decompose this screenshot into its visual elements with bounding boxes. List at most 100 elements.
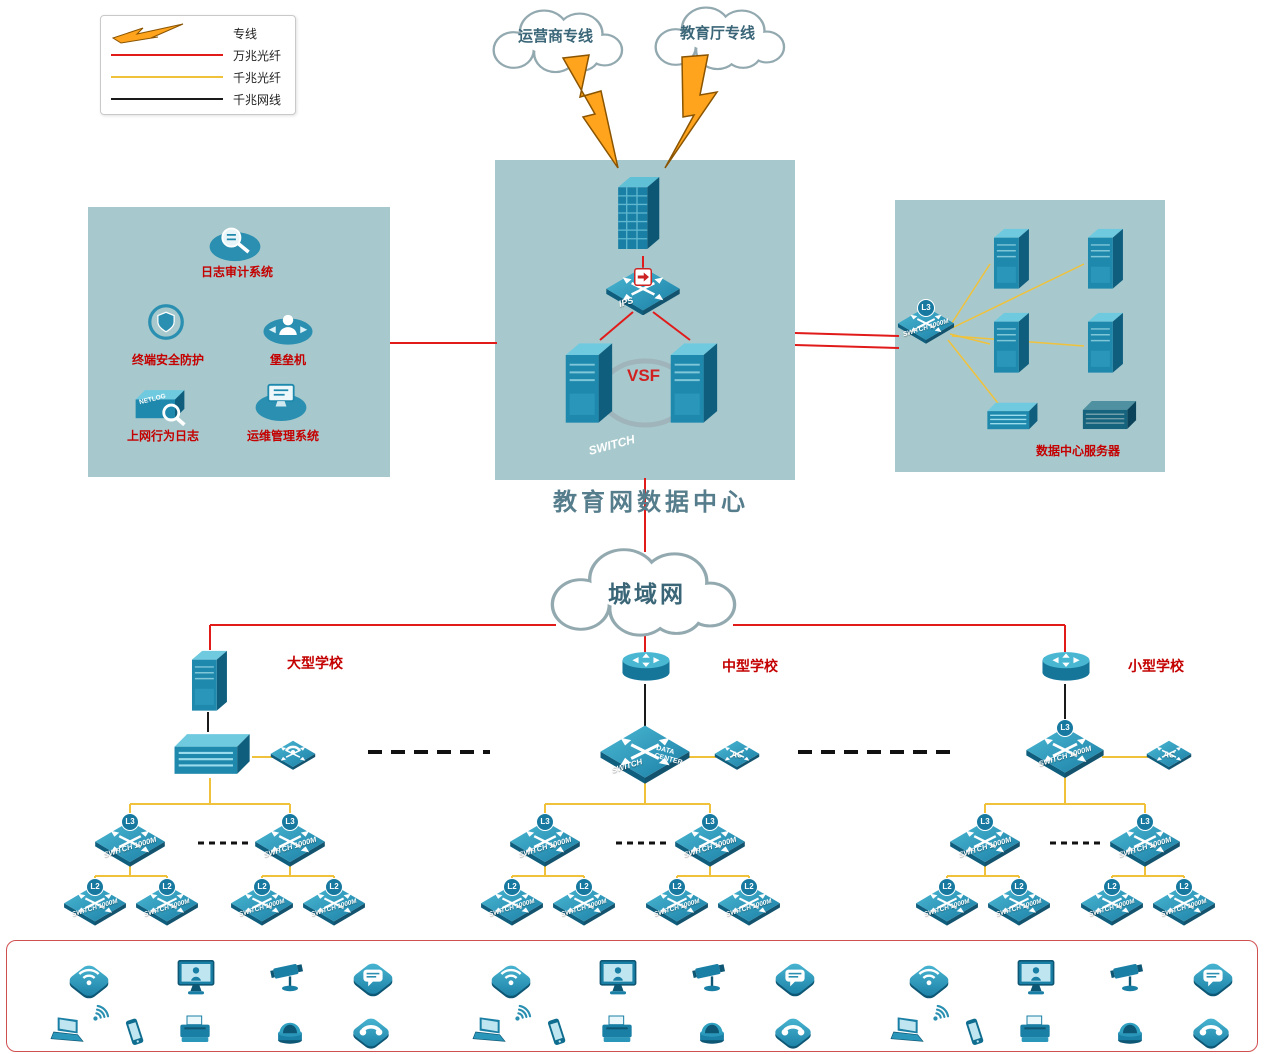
endpoint-protection-label: 终端安全防护 xyxy=(131,353,204,367)
datacenter-title: 教育网数据中心 xyxy=(553,490,749,516)
core-switch-device: L3 SWITCH 1000M xyxy=(1025,719,1105,778)
l2-badge: L2 xyxy=(253,878,271,896)
bastion-host-label: 堡垒机 xyxy=(269,353,306,367)
yellow-line-swatch xyxy=(111,76,223,78)
telephone-icon xyxy=(768,1008,818,1052)
bastion-host-icon xyxy=(260,308,316,348)
l2-badge: L2 xyxy=(158,878,176,896)
l3-badge: L3 xyxy=(281,813,299,831)
l2-badge: L2 xyxy=(325,878,343,896)
legend: 专线 万兆光纤 千兆光纤 千兆网线 xyxy=(100,15,296,115)
cctv-camera-icon xyxy=(1103,954,1157,1002)
l2-badge: L2 xyxy=(575,878,593,896)
endpoint-protection-icon xyxy=(140,302,192,342)
ops-management-icon xyxy=(252,380,310,424)
telephone-icon xyxy=(346,1008,396,1052)
netlog-label-cn: 上网行为日志 xyxy=(126,429,199,443)
laptop-icon xyxy=(40,1012,94,1052)
school-router-icon xyxy=(620,650,672,684)
dome-camera-icon xyxy=(1107,1008,1153,1050)
chat-icon xyxy=(348,952,398,1000)
core-switch-device: SWITCH DATA CENTER xyxy=(599,724,691,784)
vsf-label: VSF xyxy=(627,366,661,385)
log-audit-icon xyxy=(206,222,264,264)
server-icon xyxy=(988,310,1032,377)
server-icon xyxy=(988,226,1032,293)
switch-chassis-icon xyxy=(1078,398,1138,432)
l3-badge: L3 xyxy=(1136,813,1154,831)
black-line-swatch xyxy=(111,98,223,100)
lightning-icon xyxy=(111,23,184,44)
log-audit-label: 日志审计系统 xyxy=(200,265,273,279)
legend-row-1g-fiber: 千兆光纤 xyxy=(111,66,285,88)
legend-row-1g-copper: 千兆网线 xyxy=(111,88,285,110)
legend-label: 千兆光纤 xyxy=(233,70,282,85)
l2-badge: L2 xyxy=(1103,878,1121,896)
l3-badge: L3 xyxy=(976,813,994,831)
smartphone-icon xyxy=(536,1014,578,1052)
server-icon xyxy=(1082,226,1126,293)
ac-label: AC xyxy=(1163,750,1175,760)
core-switch-a-icon xyxy=(558,336,616,432)
netlog-icon xyxy=(130,384,190,428)
telephone-icon xyxy=(1186,1008,1236,1052)
ac-label: AC xyxy=(731,750,743,760)
l2-badge: L2 xyxy=(740,878,758,896)
l2-badge: L2 xyxy=(668,878,686,896)
desktop-monitor-icon xyxy=(170,956,222,1004)
legend-label: 专线 xyxy=(233,26,258,41)
rack-server-icon xyxy=(983,400,1039,432)
l3-badge: L3 xyxy=(701,813,719,831)
legend-row-10g: 万兆光纤 xyxy=(111,44,285,66)
l3-badge: L3 xyxy=(1056,719,1074,737)
ac-controller-device: AC xyxy=(1146,740,1192,770)
education-cloud-label: 教育厅专线 xyxy=(680,26,756,42)
desktop-monitor-icon xyxy=(592,956,644,1004)
chat-icon xyxy=(770,952,820,1000)
carrier-cloud-label: 运营商专线 xyxy=(518,29,594,45)
l2-badge: L2 xyxy=(938,878,956,896)
terminal-group xyxy=(870,942,1265,1050)
terminal-group xyxy=(30,942,430,1050)
small-school-label: 小型学校 xyxy=(1128,658,1184,674)
printer-icon xyxy=(592,1012,642,1052)
school-router-icon xyxy=(1040,650,1092,684)
server-icon xyxy=(1082,310,1126,377)
smartphone-icon xyxy=(954,1014,996,1052)
l3-badge: L3 xyxy=(121,813,139,831)
red-line-swatch xyxy=(111,54,223,56)
core-switch-b-icon xyxy=(663,336,721,432)
dome-camera-icon xyxy=(689,1008,735,1050)
l2-badge: L2 xyxy=(503,878,521,896)
desktop-monitor-icon xyxy=(1010,956,1062,1004)
chat-icon xyxy=(1188,952,1238,1000)
cctv-camera-icon xyxy=(685,954,739,1002)
large-school-label: 大型学校 xyxy=(287,655,343,671)
printer-icon xyxy=(1010,1012,1060,1052)
metro-cloud-label: 城域网 xyxy=(608,582,686,607)
ops-management-label: 运维管理系统 xyxy=(246,429,319,443)
medium-school-label: 中型学校 xyxy=(722,658,778,674)
legend-label: 千兆网线 xyxy=(233,92,282,107)
ap-waves-icon xyxy=(284,745,302,754)
servers-zone-title: 数据中心服务器 xyxy=(1035,444,1120,458)
ac-controller-device: AC xyxy=(714,740,760,770)
l3-badge: L3 xyxy=(917,299,935,317)
printer-icon xyxy=(170,1012,220,1052)
school-server-icon xyxy=(186,648,230,715)
datacenter-access-switch: L3 SWITCH 1000M xyxy=(897,299,955,344)
terminal-group xyxy=(452,942,852,1050)
